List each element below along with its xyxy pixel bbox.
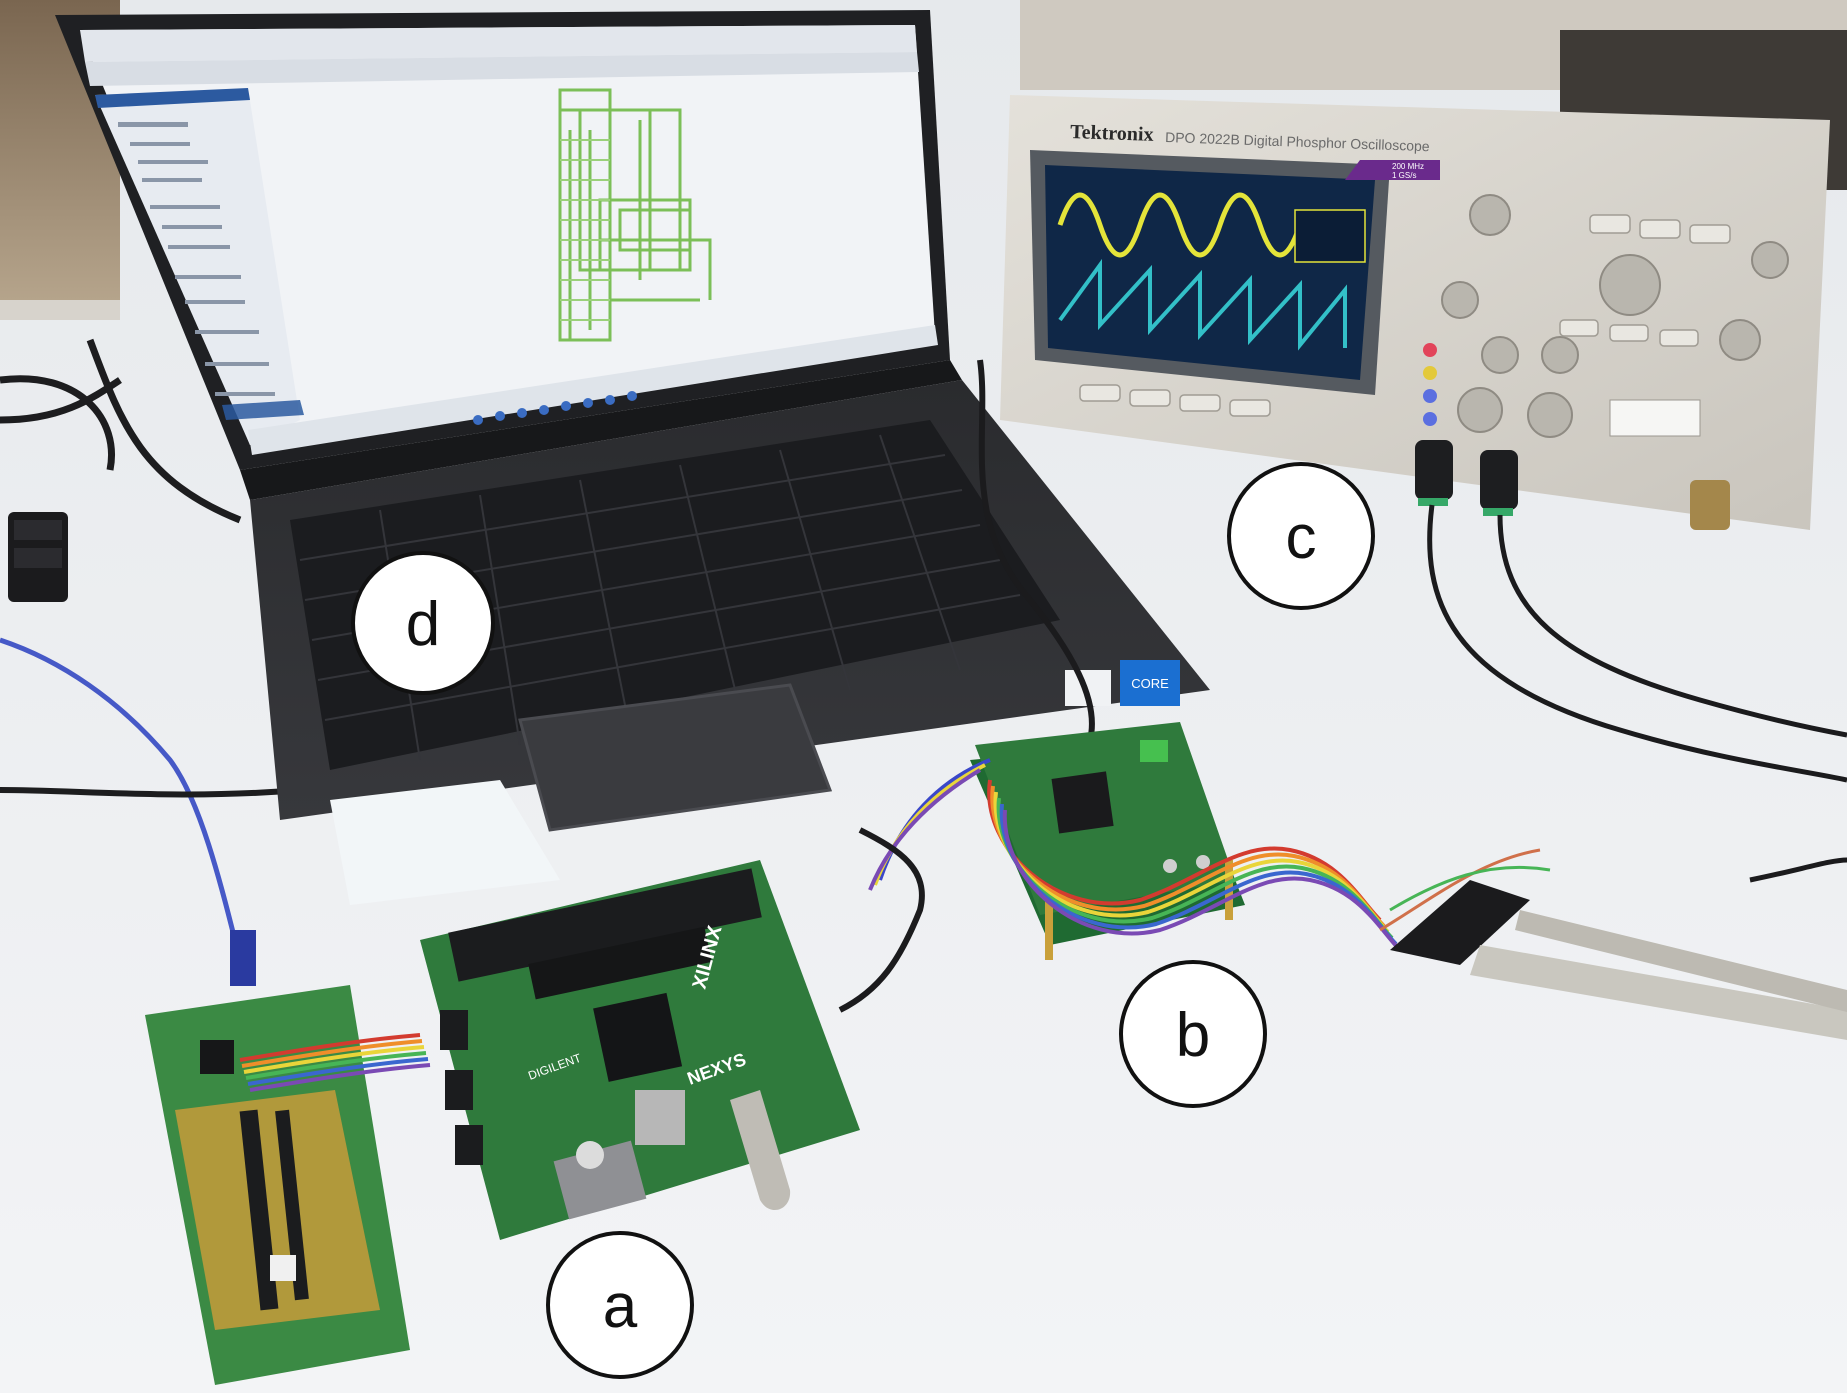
bandwidth-badge	[1345, 160, 1440, 180]
label-d-text: d	[406, 590, 440, 659]
vga-port	[553, 1140, 647, 1220]
oscilloscope-knobs	[1441, 194, 1789, 438]
oscilloscope-probes	[1379, 848, 1847, 1040]
fpga-board: XILINX NEXYS DIGILENT	[420, 827, 925, 1240]
laptop: CORE	[55, 10, 1210, 905]
usb-cable	[977, 359, 1095, 741]
breadboard-jumpers	[239, 1033, 431, 1092]
laptop-sticker	[330, 780, 560, 905]
microcontroller-chip	[1051, 771, 1114, 834]
cyan-sawtooth-trace	[1058, 258, 1347, 351]
label-c: c	[1227, 462, 1375, 610]
bandwidth-text: 200 MHz	[1392, 162, 1424, 171]
measurement-box	[1294, 209, 1366, 263]
probe-cables	[1427, 504, 1847, 783]
usb-drive	[730, 1090, 791, 1211]
label-a: a	[546, 1231, 694, 1379]
oscilloscope-buttons	[1079, 214, 1731, 417]
seven-segment-display	[528, 926, 712, 1000]
fpga-chip	[593, 992, 683, 1082]
taskbar	[248, 325, 938, 455]
control-board-stack	[868, 722, 1402, 960]
touchpad	[518, 683, 833, 832]
yellow-sine-trace	[1057, 192, 1303, 258]
laptop-screen	[80, 25, 935, 445]
schematic-diagram	[558, 88, 712, 342]
sample-rate-text: 1 GS/s	[1392, 171, 1416, 180]
jumper-wires	[868, 758, 991, 891]
green-terminal	[1140, 740, 1168, 762]
background-cables	[0, 338, 242, 524]
usb-connector	[230, 930, 256, 986]
label-d: d	[351, 551, 495, 695]
intel-badge-text: CORE	[1131, 676, 1169, 691]
blue-usb-cable	[0, 637, 243, 961]
oscilloscope-brand: Tektronix	[1070, 121, 1154, 146]
label-a-text: a	[603, 1272, 638, 1341]
breadboard-board	[145, 930, 431, 1385]
oscilloscope-screen	[1045, 165, 1375, 380]
ribbon-cable	[987, 779, 1402, 952]
label-c-text: c	[1286, 503, 1317, 572]
label-b: b	[1119, 960, 1267, 1108]
buzzer	[576, 1141, 604, 1169]
label-b-text: b	[1176, 1001, 1210, 1070]
usb-hub	[8, 512, 68, 602]
probe-connectors	[1415, 440, 1730, 530]
proto-area	[175, 1090, 380, 1330]
flow-navigator-panel	[95, 88, 300, 445]
power-cable	[0, 787, 301, 798]
oscilloscope: Tektronix DPO 2022B Digital Phosphor Osc…	[1000, 95, 1847, 783]
intel-badge: CORE	[1065, 660, 1180, 706]
ethernet-port	[635, 1090, 685, 1145]
scope-label-sticker	[1609, 399, 1701, 437]
